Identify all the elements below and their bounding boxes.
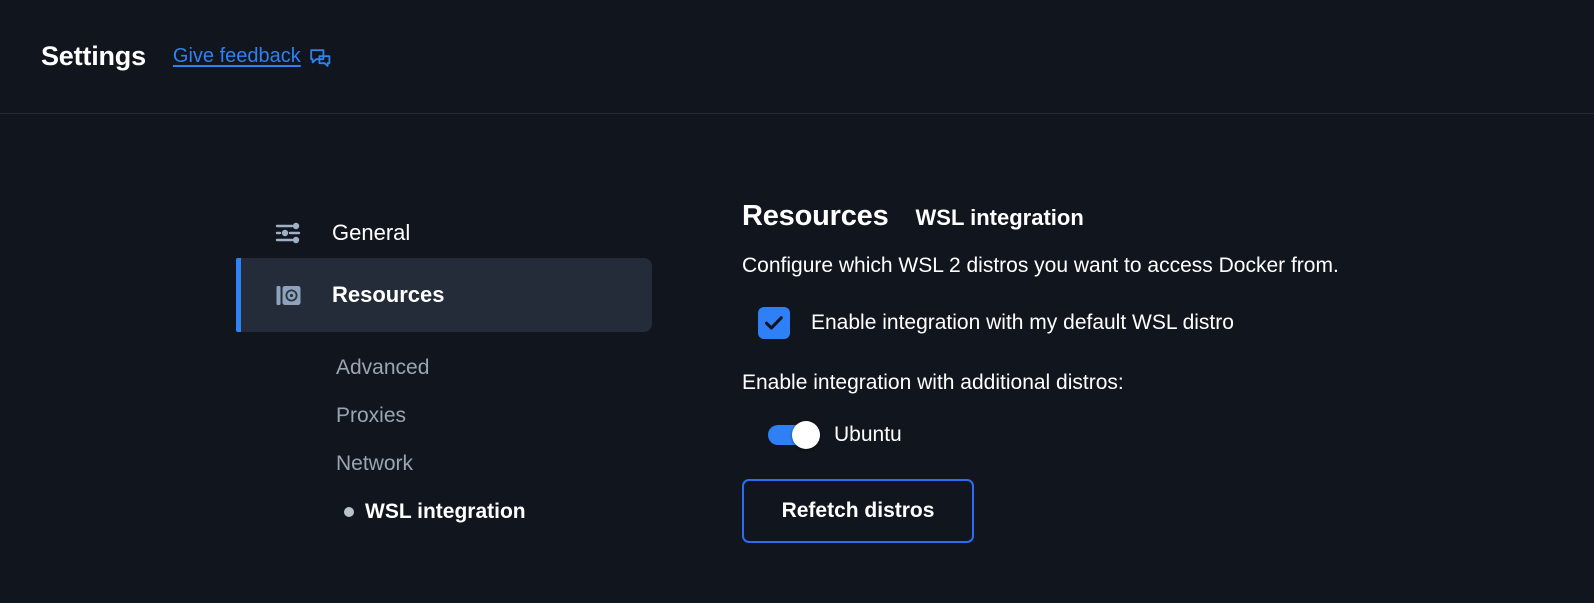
active-bullet-icon bbox=[344, 507, 354, 517]
content-description: Configure which WSL 2 distros you want t… bbox=[742, 254, 1339, 277]
distro-row-ubuntu: Ubuntu bbox=[768, 421, 1562, 450]
give-feedback-link[interactable]: Give feedback bbox=[173, 45, 331, 68]
sliders-icon bbox=[274, 219, 302, 247]
disk-drive-icon bbox=[274, 281, 302, 309]
content-heading: Resources WSL integration bbox=[742, 200, 1562, 233]
additional-distros-label: Enable integration with additional distr… bbox=[742, 371, 1124, 395]
sidebar-item-resources[interactable]: Resources bbox=[236, 258, 652, 332]
sidebar-item-advanced-label: Advanced bbox=[336, 356, 430, 379]
sidebar-item-proxies-label: Proxies bbox=[336, 404, 407, 427]
page-title: Settings bbox=[41, 41, 146, 71]
settings-body: General Resources Advanced bbox=[0, 115, 1594, 603]
speech-bubbles-icon bbox=[310, 48, 331, 68]
sidebar-item-advanced[interactable]: Advanced bbox=[236, 344, 656, 392]
content-heading-main: Resources bbox=[742, 200, 889, 232]
refetch-distros-button[interactable]: Refetch distros bbox=[742, 479, 974, 544]
default-distro-checkbox[interactable] bbox=[758, 307, 790, 340]
sidebar-subnav: Advanced Proxies Network WSL integration bbox=[236, 344, 656, 536]
default-distro-checkbox-label: Enable integration with my default WSL d… bbox=[811, 311, 1234, 335]
give-feedback-label: Give feedback bbox=[172, 45, 301, 67]
sidebar-item-wsl-integration[interactable]: WSL integration bbox=[236, 488, 656, 536]
sidebar-item-general[interactable]: General bbox=[236, 208, 656, 258]
sidebar-item-wsl-integration-label: WSL integration bbox=[365, 500, 526, 523]
sidebar-item-proxies[interactable]: Proxies bbox=[236, 392, 656, 440]
sidebar-item-network[interactable]: Network bbox=[236, 440, 656, 488]
sidebar-item-network-label: Network bbox=[336, 452, 414, 475]
content-heading-sub: WSL integration bbox=[915, 205, 1084, 230]
settings-content: Resources WSL integration Configure whic… bbox=[742, 200, 1562, 544]
default-distro-checkbox-row[interactable]: Enable integration with my default WSL d… bbox=[758, 307, 1562, 340]
ubuntu-label: Ubuntu bbox=[834, 423, 902, 447]
sidebar-item-general-label: General bbox=[332, 220, 411, 245]
window-header: Settings Give feedback bbox=[0, 0, 1594, 114]
toggle-knob bbox=[792, 421, 820, 450]
sidebar-item-resources-label: Resources bbox=[332, 282, 445, 307]
settings-sidebar: General Resources Advanced bbox=[236, 208, 656, 536]
checkmark-icon bbox=[764, 316, 783, 330]
ubuntu-toggle[interactable] bbox=[768, 421, 820, 450]
